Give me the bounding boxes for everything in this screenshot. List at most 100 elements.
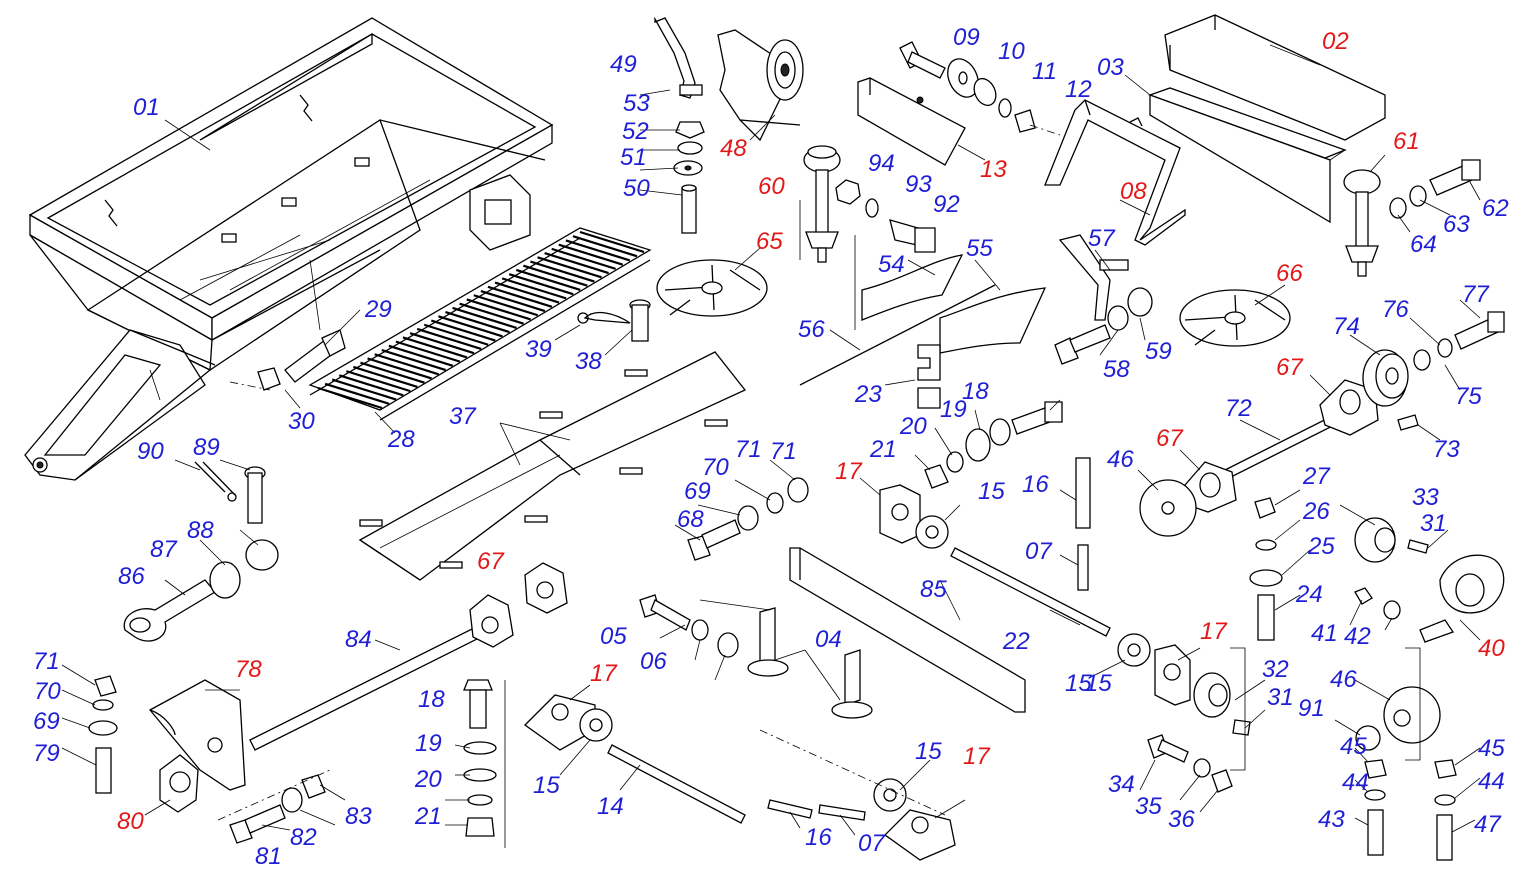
disk-66: [1179, 289, 1291, 347]
part-label: 17: [590, 660, 617, 687]
sprocket-46-upper: [1139, 479, 1197, 537]
stack-43-45: [1364, 759, 1457, 861]
part-label: 17: [1200, 618, 1227, 645]
part-label: 61: [1393, 128, 1420, 155]
part-label: 11: [1032, 58, 1057, 85]
part-label: 90: [137, 438, 164, 465]
stack-50-53: [673, 121, 705, 234]
part-label: 46: [1107, 446, 1134, 473]
bearings-67-left: [469, 562, 568, 648]
stack-04-06: [639, 594, 873, 719]
stack-18-21-center: [924, 401, 1063, 489]
part-label: 44: [1342, 769, 1369, 796]
part-label: 16: [1022, 471, 1049, 498]
part-label: 45: [1340, 733, 1367, 760]
bearing-17-right: [1117, 633, 1191, 706]
part-label: 46: [1330, 666, 1357, 693]
bolt-58-59: [1054, 287, 1153, 365]
part-label: 42: [1344, 623, 1371, 650]
bracket-78: [148, 679, 246, 791]
part-label: 15: [533, 772, 560, 799]
part-label: 07: [1025, 538, 1052, 565]
part-label: 47: [1474, 811, 1501, 838]
part-label: 68: [677, 506, 704, 533]
part-label: 78: [235, 656, 262, 683]
nut-stack-92-94: [835, 179, 936, 253]
part-label: 60: [758, 173, 785, 200]
part-label: 89: [193, 434, 220, 461]
stack-68-71-center: [687, 477, 809, 561]
part-label: 12: [1065, 76, 1092, 103]
part-label: 63: [1443, 211, 1470, 238]
part-label: 71: [770, 438, 797, 465]
pin-38-39: [577, 299, 651, 342]
part-label: 54: [878, 251, 905, 278]
part-label: 93: [905, 171, 932, 198]
part-label: 76: [1382, 296, 1409, 323]
pins-16-07-lower: [767, 799, 866, 821]
part-label: 87: [150, 536, 177, 563]
part-label: 70: [34, 678, 61, 705]
hitch-pin-86-90: [123, 461, 279, 642]
part-label: 44: [1478, 768, 1505, 795]
part-label: 69: [684, 478, 711, 505]
part-label: 20: [900, 413, 927, 440]
plate-85: [789, 547, 1026, 713]
part-label: 51: [620, 144, 647, 171]
part-label: 23: [855, 381, 882, 408]
part-label: 06: [640, 648, 667, 675]
part-label: 83: [345, 803, 372, 830]
bearing-17-center: [879, 484, 949, 549]
part-label: 32: [1262, 656, 1289, 683]
part-label: 81: [255, 843, 282, 870]
bearing-80: [159, 754, 199, 813]
part-label: 86: [118, 563, 145, 590]
part-label: 71: [33, 648, 60, 675]
group-brackets: [217, 200, 1421, 848]
part-label: 38: [575, 348, 602, 375]
part-label: 50: [623, 175, 650, 202]
part-label: 03: [1097, 54, 1124, 81]
part-label: 19: [940, 396, 967, 423]
part-label: 33: [1412, 484, 1439, 511]
part-label: 08: [1120, 178, 1147, 205]
part-label: 59: [1145, 338, 1172, 365]
part-label: 37: [449, 403, 476, 430]
shaft-14: [607, 744, 746, 824]
part-label: 72: [1225, 395, 1252, 422]
part-label: 56: [798, 316, 825, 343]
bearing-17-lower-left: [523, 694, 613, 751]
part-label: 39: [525, 336, 552, 363]
part-label: 53: [623, 90, 650, 117]
part-label: 24: [1296, 581, 1323, 608]
part-label: 69: [33, 708, 60, 735]
plate-13: [857, 77, 966, 166]
shaft-22: [950, 547, 1111, 637]
bolt-stack-09-12: [899, 41, 1061, 136]
trough-37: [358, 351, 747, 581]
stack-81-83: [229, 774, 326, 844]
part-label: 13: [980, 156, 1007, 183]
part-label: 67: [477, 548, 504, 575]
part-label: 64: [1410, 231, 1437, 258]
part-label: 21: [415, 803, 442, 830]
spindle-61: [1343, 159, 1481, 277]
part-label: 75: [1455, 383, 1482, 410]
part-label: 80: [117, 808, 144, 835]
part-label: 01: [133, 94, 160, 121]
part-label: 67: [1276, 354, 1303, 381]
part-label: 36: [1168, 806, 1195, 833]
part-label: 55: [966, 235, 993, 262]
sprocket-46-lower: [1355, 686, 1441, 751]
bearing-67-mid: [1184, 461, 1237, 513]
part-label: 27: [1303, 463, 1330, 490]
part-label: 15: [1065, 670, 1092, 697]
part-label: 30: [288, 408, 315, 435]
part-label: 31: [1420, 510, 1447, 537]
part-label: 84: [345, 626, 372, 653]
part-label: 62: [1482, 195, 1509, 222]
bolt-29: [229, 329, 346, 391]
part-label: 57: [1088, 225, 1115, 252]
part-label: 74: [1333, 313, 1360, 340]
part-label: 43: [1318, 806, 1345, 833]
